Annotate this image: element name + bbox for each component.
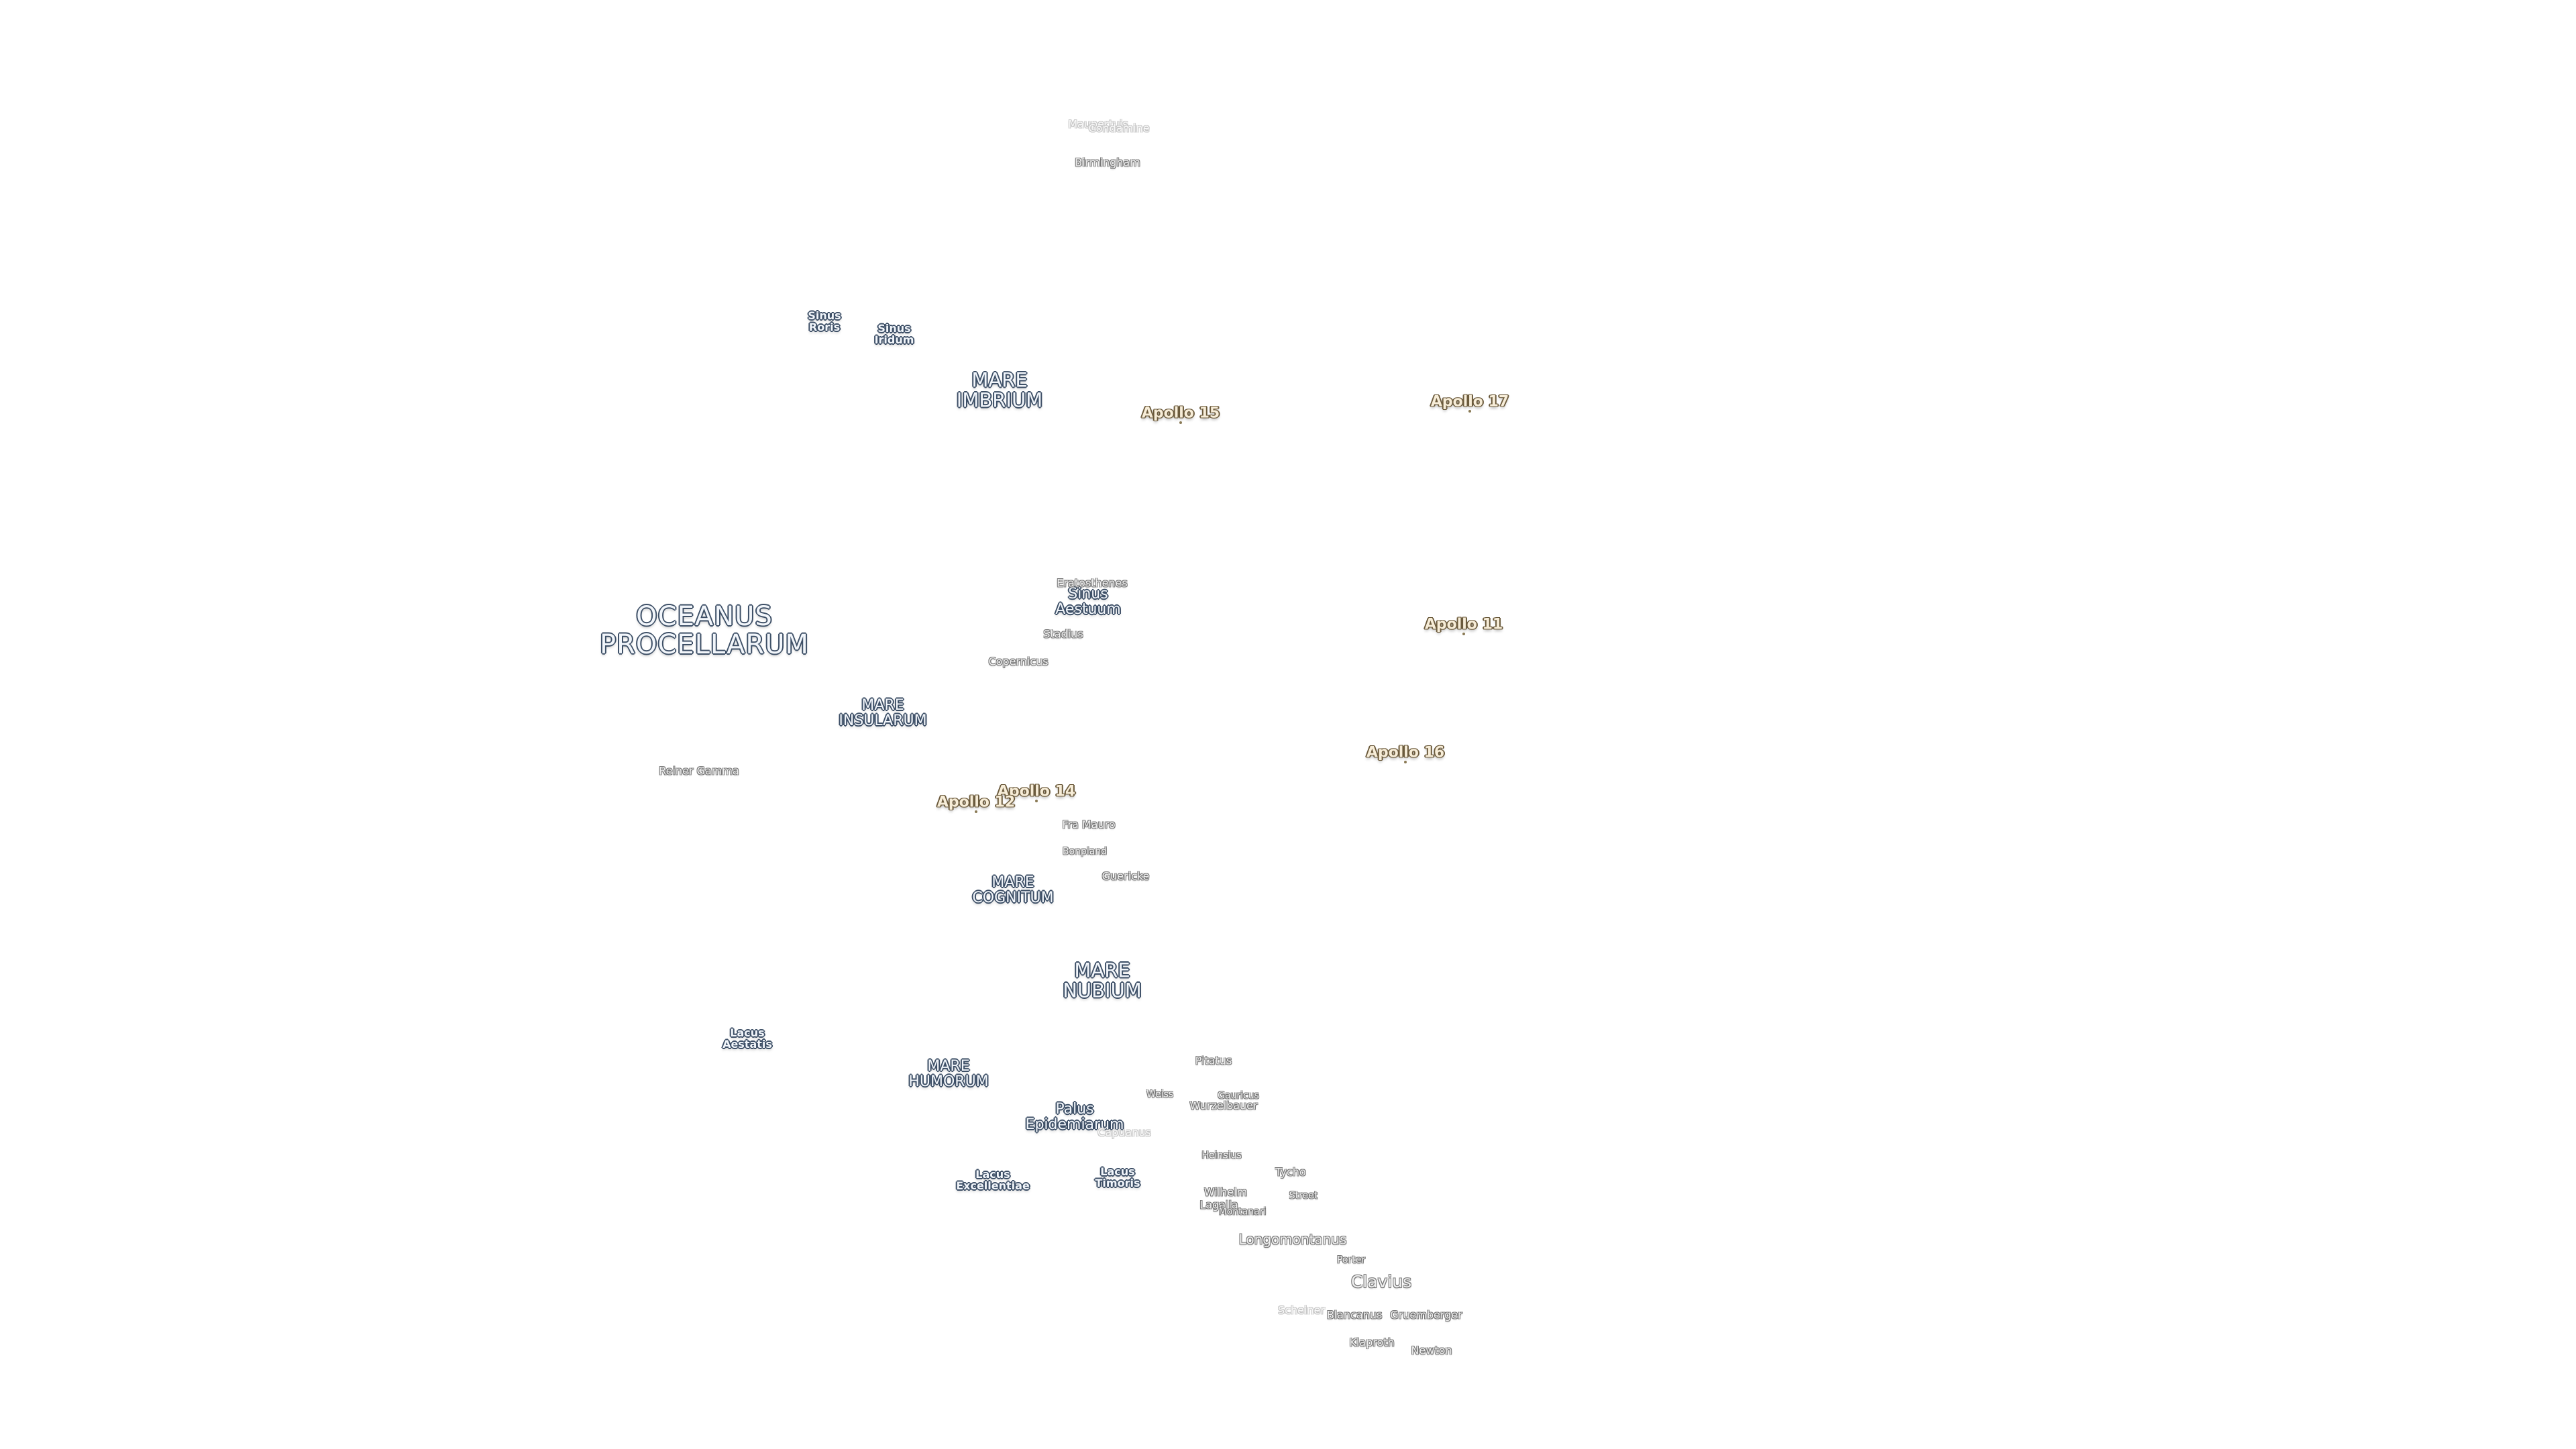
label-gruemberger[interactable]: Gruemberger xyxy=(1390,1308,1462,1322)
apollo-12-marker-icon xyxy=(975,810,977,813)
label-palus-epidemiarum[interactable]: Palus Epidemiarum xyxy=(1025,1100,1124,1133)
label-weiss[interactable]: Weiss xyxy=(1146,1089,1174,1100)
label-reiner-gamma[interactable]: Reiner Gamma xyxy=(659,764,739,777)
label-birmingham[interactable]: Birmingham xyxy=(1075,156,1140,169)
label-gauricus[interactable]: Gauricus xyxy=(1218,1090,1259,1102)
label-eratosthenes[interactable]: Eratosthenes xyxy=(1057,576,1128,590)
label-lacus-aestatis[interactable]: Lacus Aestatis xyxy=(722,1026,772,1051)
label-apollo-12[interactable]: Apollo 12 xyxy=(936,794,1016,811)
label-oceanus-procellarum[interactable]: OCEANUS PROCELLARUM xyxy=(599,601,810,660)
label-lagalla[interactable]: Lagalla xyxy=(1199,1198,1238,1212)
label-apollo-17[interactable]: Apollo 17 xyxy=(1430,393,1509,411)
label-tycho[interactable]: Tycho xyxy=(1275,1165,1306,1179)
label-apollo-14[interactable]: Apollo 14 xyxy=(997,783,1076,800)
label-lacus-excellentiae[interactable]: Lacus Excellentiae xyxy=(956,1168,1030,1192)
label-stadius[interactable]: Stadius xyxy=(1043,627,1083,641)
label-sinus-aestuum[interactable]: Sinus Aestuum xyxy=(1055,585,1121,618)
label-fra-mauro[interactable]: Fra Mauro xyxy=(1062,818,1116,831)
label-mare-cognitum[interactable]: MARE COGNITUM xyxy=(972,873,1054,906)
label-wilhelm[interactable]: Wilhelm xyxy=(1203,1185,1248,1199)
label-sinus-iridum[interactable]: Sinus Iridum xyxy=(874,322,914,346)
label-condamine[interactable]: Condamine xyxy=(1088,121,1150,135)
label-pitatus[interactable]: Pitatus xyxy=(1195,1054,1232,1067)
label-street[interactable]: Street xyxy=(1289,1190,1318,1201)
label-montanari[interactable]: Montanari xyxy=(1218,1206,1267,1218)
apollo-11-marker-icon xyxy=(1462,633,1465,635)
label-heinsius[interactable]: Heinsius xyxy=(1201,1150,1242,1161)
apollo-15-marker-icon xyxy=(1179,421,1182,424)
label-clavius[interactable]: Clavius xyxy=(1350,1271,1412,1291)
apollo-17-marker-icon xyxy=(1468,410,1471,413)
label-maupertuis[interactable]: Maupertuis xyxy=(1068,117,1128,131)
label-apollo-16[interactable]: Apollo 16 xyxy=(1366,744,1445,761)
label-guericke[interactable]: Guericke xyxy=(1102,869,1150,883)
label-mare-nubium[interactable]: MARE NUBIUM xyxy=(1063,959,1142,1002)
label-apollo-11[interactable]: Apollo 11 xyxy=(1424,616,1503,633)
label-copernicus[interactable]: Copernicus xyxy=(988,655,1049,668)
label-sinus-roris[interactable]: Sinus Roris xyxy=(808,309,841,333)
label-capuanus[interactable]: Capuanus xyxy=(1097,1126,1151,1139)
label-mare-insularum[interactable]: MARE INSULARUM xyxy=(839,696,927,729)
label-porter[interactable]: Porter xyxy=(1336,1254,1366,1266)
label-mare-imbrium[interactable]: MARE IMBRIUM xyxy=(956,368,1043,412)
label-klaproth[interactable]: Klaproth xyxy=(1349,1336,1395,1349)
label-mare-humorum[interactable]: MARE HUMORUM xyxy=(908,1057,989,1090)
label-newton[interactable]: Newton xyxy=(1411,1344,1452,1357)
apollo-14-marker-icon xyxy=(1035,800,1038,802)
label-wurzelbauer[interactable]: Wurzelbauer xyxy=(1189,1099,1258,1112)
apollo-16-marker-icon xyxy=(1404,761,1407,763)
label-bonpland[interactable]: Bonpland xyxy=(1062,846,1108,857)
label-longomontanus[interactable]: Longomontanus xyxy=(1238,1231,1347,1248)
label-lacus-timoris[interactable]: Lacus Timoris xyxy=(1095,1165,1140,1189)
label-apollo-15[interactable]: Apollo 15 xyxy=(1141,405,1220,422)
label-blancanus[interactable]: Blancanus xyxy=(1326,1308,1383,1322)
label-scheiner[interactable]: Scheiner xyxy=(1278,1303,1325,1317)
